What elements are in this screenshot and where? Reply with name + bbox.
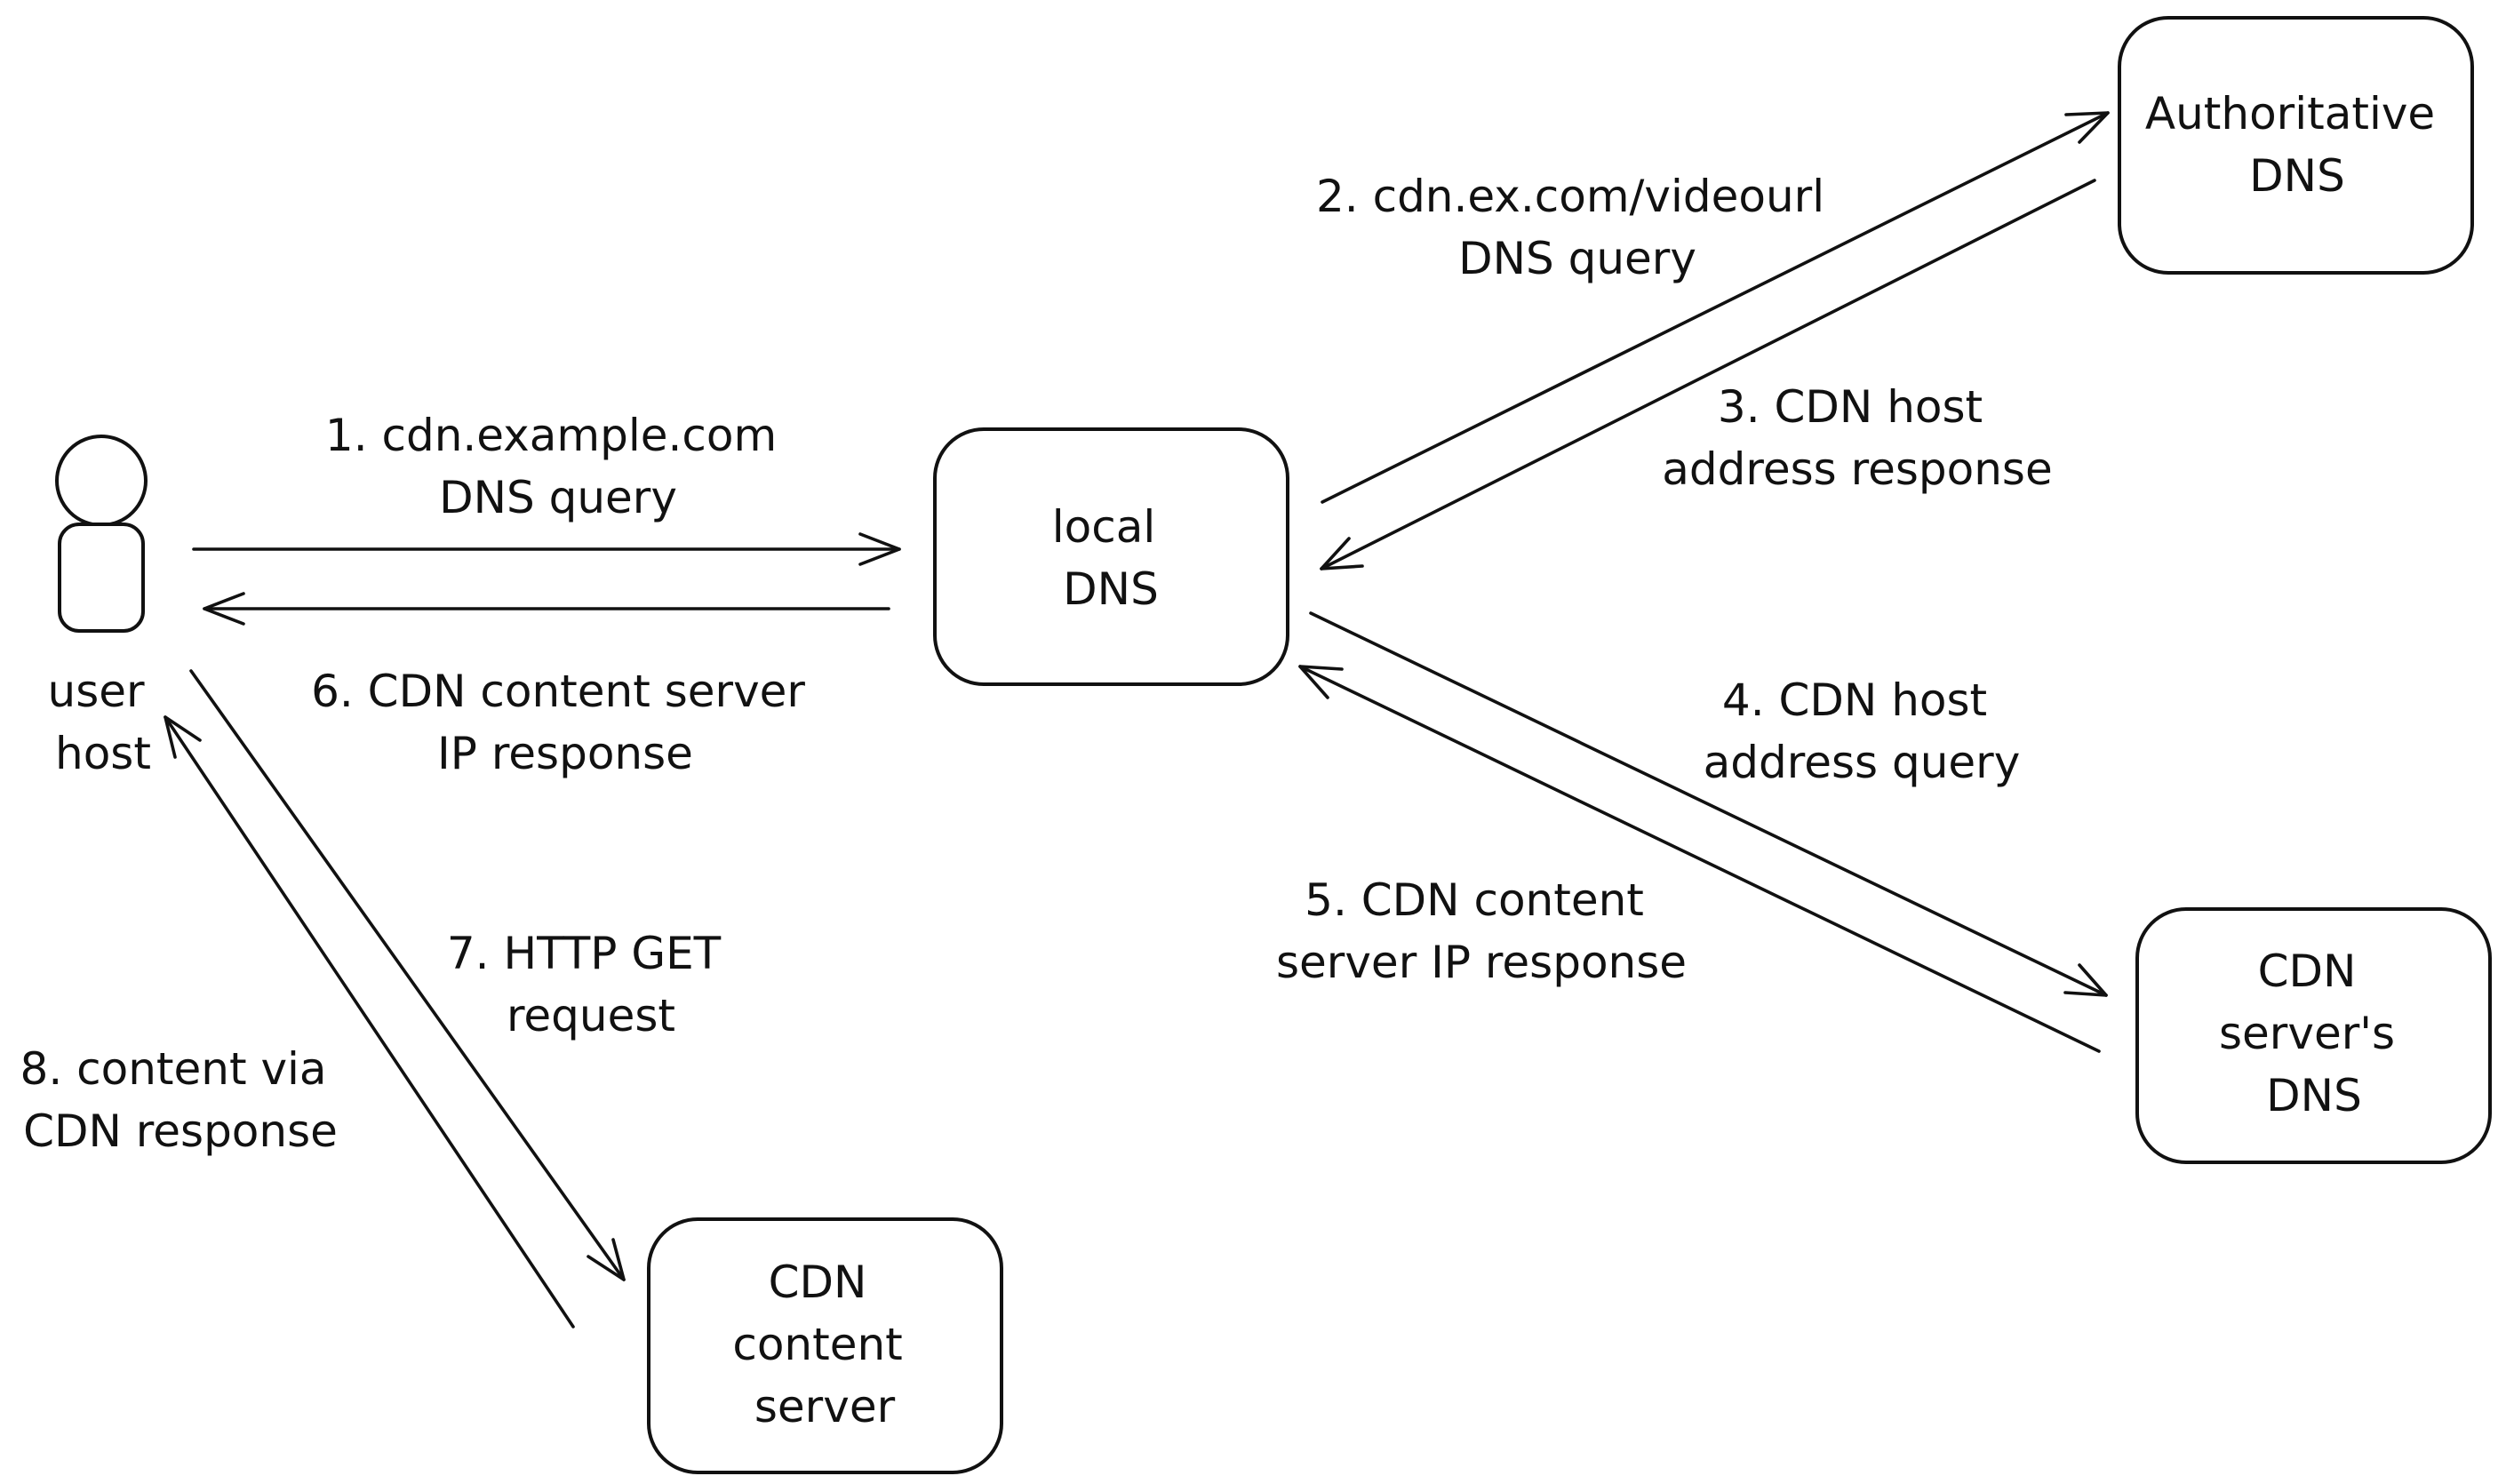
arrow-step-8 [164,715,575,1328]
step-7-label: 7. HTTP GET request [447,928,735,1041]
step-4-label: 4. CDN host address query [1704,674,2021,788]
step-2-label: 2. cdn.ex.com/videourl DNS query [1316,171,1839,284]
arrow-step-1 [192,532,901,566]
user-head-icon [55,435,148,527]
user-host-label: user host [48,666,159,779]
cdn-content-server-node: CDN content server [647,1217,1003,1474]
authoritative-dns-node: Authoritative DNS [2118,16,2474,275]
arrow-step-2 [1321,111,2110,504]
step-3-label: 3. CDN host address response [1662,381,2052,495]
step-6-label: 6. CDN content server IP response [311,666,819,779]
arrow-step-7 [189,669,626,1281]
cdn-content-server-box [647,1217,1003,1474]
local-dns-box [933,427,1289,686]
authoritative-dns-label: Authoritative DNS [2145,88,2449,202]
cdn-servers-dns-label: CDN server's DNS [2219,945,2409,1121]
local-dns-label: local DNS [1052,501,1169,615]
arrow-step-3 [1320,179,2096,570]
cdn-servers-dns-node: CDN server's DNS [2135,907,2492,1164]
step-5-label: 5. CDN content server IP response [1276,874,1687,988]
cdn-servers-dns-box [2135,907,2492,1164]
cdn-content-server-label: CDN content server [732,1257,916,1432]
arrow-step-6 [203,592,890,626]
local-dns-node: local DNS [933,427,1289,686]
arrow-step-5 [1298,665,2101,1053]
step-8-label: 8. content via CDN response [20,1043,341,1157]
user-body-icon [58,523,145,633]
user-host-actor: user host [48,435,159,779]
authoritative-dns-box [2118,16,2474,275]
step-1-label: 1. cdn.example.com DNS query [325,410,791,523]
arrow-step-4 [1309,611,2108,997]
